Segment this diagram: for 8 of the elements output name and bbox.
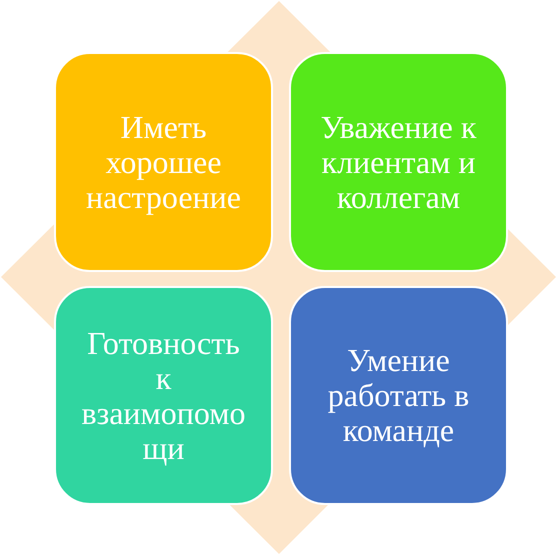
rounded-box: [54, 286, 273, 505]
rounded-box: [54, 52, 273, 272]
box-text: Умение работать в команде: [326, 343, 470, 448]
box-text: Уважение к клиентам и коллегам: [320, 110, 478, 214]
box-text: Готовность к взаимопомощи: [80, 326, 247, 466]
rounded-box: [289, 286, 508, 505]
rounded-box: [289, 52, 508, 272]
box-text: Иметь хорошее настроение: [85, 110, 242, 214]
